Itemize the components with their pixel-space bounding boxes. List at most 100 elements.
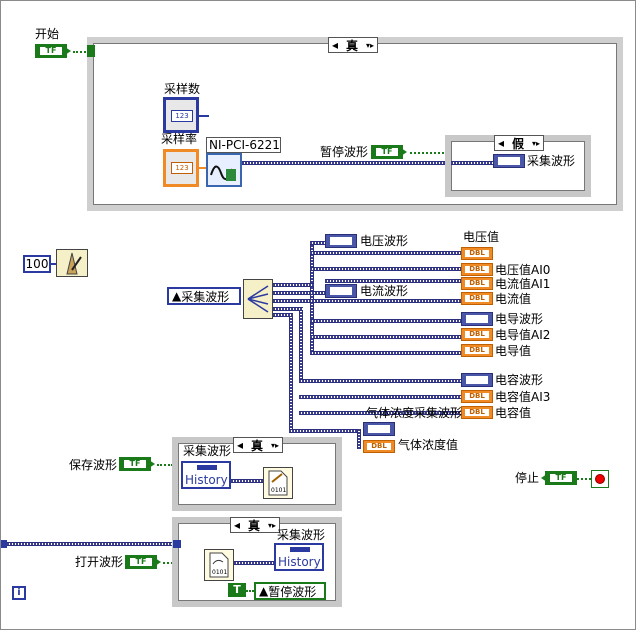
sample-rate-label: 采样率 [161, 132, 198, 146]
case-tunnel [173, 540, 181, 548]
conductance-ai2-indicator: DBL [461, 328, 493, 341]
conductance-waveform-icon [461, 312, 493, 326]
voltage-value-wire [310, 251, 462, 255]
open-history-wire [7, 542, 173, 546]
save-collect-label: 采集波形 [183, 444, 232, 458]
current-ai1-label: 电流值AI1 [495, 277, 551, 291]
history-property-node[interactable]: History [181, 461, 231, 489]
wait-wire [51, 263, 57, 265]
daq-wave-wire [242, 161, 449, 165]
capacitance-ai3-indicator: DBL [461, 390, 493, 403]
voltage-value-header: 电压值 [463, 230, 500, 244]
daq-express-icon[interactable] [206, 153, 242, 187]
open-waveform-terminal[interactable]: TF [125, 555, 161, 569]
save-waveform-label: 保存波形 [69, 458, 118, 472]
current-waveform-label: 电流波形 [360, 284, 409, 298]
true-wire [246, 590, 254, 592]
split-wire-1 [273, 283, 314, 287]
capacitance-wave-wire [299, 379, 461, 383]
capacitance-waveform-icon [461, 373, 493, 387]
pause-waveform-label: 暂停波形 [320, 145, 369, 159]
collect-waveform-label: 采集波形 [527, 154, 576, 168]
current-wave-wire [273, 291, 325, 295]
current-value-label: 电流值 [495, 292, 532, 306]
current-waveform-icon [325, 284, 357, 298]
current-value-wire [273, 299, 461, 303]
gas-drop-wire [357, 429, 361, 449]
open-case-selector[interactable]: ◂真▾▸ [230, 517, 280, 533]
voltage-waveform-icon [325, 234, 357, 248]
collect-waveform-local-variable[interactable]: ▲采集波形 [167, 287, 241, 305]
split-bus-3 [289, 313, 293, 431]
gas-value-label: 气体浓度值 [398, 438, 459, 452]
gas-wave-wire [289, 429, 359, 433]
start-case-selector[interactable]: ◂真▾▸ [328, 37, 378, 53]
stop-button-icon[interactable] [591, 470, 609, 488]
split-bus-2 [299, 307, 303, 383]
conductance-value-label: 电导值 [495, 344, 532, 358]
wait-ms-constant[interactable]: 100 [23, 255, 51, 273]
conductance-ai2-label: 电导值AI2 [495, 328, 551, 342]
gas-value-indicator: DBL [363, 440, 395, 453]
capacitance-value-wire [299, 411, 461, 415]
split-wire-3 [273, 307, 303, 311]
sample-rate-control[interactable]: 123 [163, 149, 199, 187]
svg-text:0101: 0101 [212, 569, 227, 576]
pause-waveform-terminal[interactable]: TF [371, 145, 407, 159]
current-ai1-wire [325, 279, 461, 283]
start-wire [73, 51, 89, 53]
gas-waveform-icon [363, 422, 395, 436]
capacitance-value-label: 电容值 [495, 406, 532, 420]
save-case-selector[interactable]: ◂真▾▸ [233, 437, 283, 453]
current-value-indicator: DBL [461, 292, 493, 305]
capacitance-ai3-wire [299, 395, 461, 399]
voltage-wave-wire [310, 241, 325, 245]
true-constant[interactable]: T [228, 583, 246, 597]
voltage-waveform-label: 电压波形 [360, 234, 409, 248]
conductance-wave-wire [310, 319, 461, 323]
stop-wire [577, 478, 591, 480]
write-file-icon[interactable]: 0101 [263, 467, 293, 499]
open-waveform-label: 打开波形 [75, 555, 124, 569]
shift-register-terminal [1, 540, 7, 548]
inner-wave-wire [451, 161, 493, 165]
split-bus-1 [310, 241, 314, 355]
loop-iteration-icon: i [12, 586, 26, 600]
capacitance-ai3-label: 电容值AI3 [495, 390, 551, 404]
device-name-box: NI-PCI-6221 [206, 137, 281, 153]
start-terminal[interactable]: TF [35, 44, 71, 58]
voltage-ai0-wire [310, 267, 462, 271]
voltage-ai0-label: 电压值AI0 [495, 263, 551, 277]
pause-waveform-local-variable[interactable]: ▲暂停波形 [254, 582, 326, 600]
gas-waveform-label: 气体浓度采集波形 [366, 406, 463, 420]
start-label: 开始 [35, 27, 60, 41]
split-wire-4 [273, 313, 293, 317]
voltage-value-indicator: DBL [461, 247, 493, 260]
save-waveform-terminal[interactable]: TF [119, 457, 155, 471]
count-wire [199, 115, 209, 117]
open-collect-label: 采集波形 [277, 528, 326, 542]
stop-terminal[interactable]: TF [541, 471, 577, 485]
read-file-icon[interactable]: 0101 [204, 549, 234, 581]
metronome-icon[interactable] [56, 249, 88, 277]
save-wire [157, 464, 173, 466]
pause-wire [410, 152, 448, 154]
voltage-ai0-indicator: DBL [461, 263, 493, 276]
conductance-waveform-label: 电导波形 [495, 312, 544, 326]
history-write-property-node[interactable]: History [274, 543, 324, 571]
waveform-split-icon[interactable] [243, 279, 273, 319]
current-ai1-indicator: DBL [461, 277, 493, 290]
history-save-wire [231, 479, 263, 483]
pause-case-selector[interactable]: ◂假▾▸ [494, 135, 544, 151]
rate-wire [199, 167, 207, 169]
conductance-ai2-wire [310, 335, 461, 339]
capacitance-waveform-label: 电容波形 [495, 373, 544, 387]
case-selector-terminal [87, 45, 95, 57]
sample-count-label: 采样数 [164, 82, 201, 96]
read-history-wire [234, 561, 274, 565]
capacitance-value-indicator: DBL [461, 406, 493, 419]
svg-text:0101: 0101 [271, 487, 286, 494]
sample-count-control[interactable]: 123 [163, 97, 199, 133]
stop-label: 停止 [515, 471, 540, 485]
